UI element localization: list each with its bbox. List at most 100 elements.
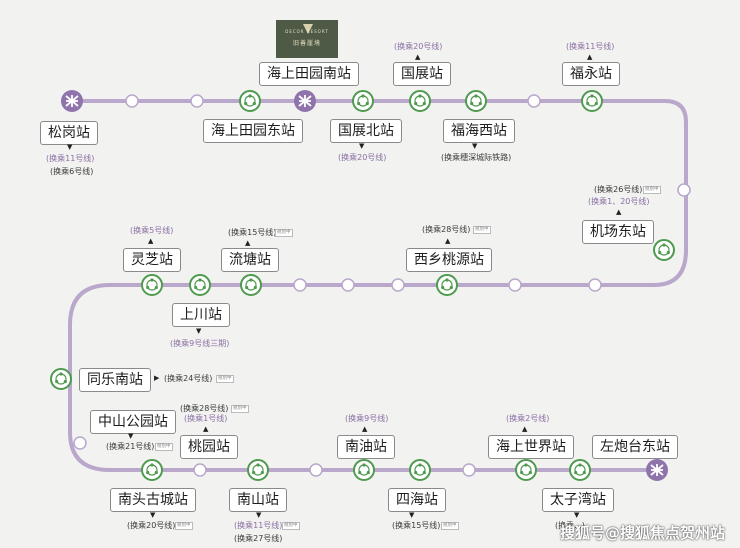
station-marker[interactable]: [341, 278, 355, 292]
transfer-station-haishang-shijie[interactable]: [515, 459, 537, 481]
note-nanyou: (换乘9号线): [345, 414, 389, 423]
transfer-dot: [422, 470, 426, 475]
station-label-haishang-shijie[interactable]: 海上世界站: [488, 435, 574, 459]
station-label-liutang[interactable]: 流塘站: [221, 248, 279, 272]
station-marker[interactable]: [508, 278, 522, 292]
station-marker[interactable]: [193, 463, 207, 477]
transfer-dot: [578, 463, 582, 467]
transfer-station-nantou-gucheng[interactable]: [141, 459, 163, 481]
transfer-dot: [260, 470, 264, 475]
station-marker[interactable]: [677, 183, 691, 197]
station-label-taizi-wan[interactable]: 太子湾站: [542, 488, 614, 512]
station-marker[interactable]: [293, 278, 307, 292]
station-marker[interactable]: [73, 436, 87, 450]
station-label-sihai[interactable]: 四海站: [388, 488, 446, 512]
transfer-dot: [528, 470, 532, 475]
transfer-station-fuyong[interactable]: [581, 90, 603, 112]
station-label-taoyuan[interactable]: 桃园站: [180, 435, 238, 459]
note-taizi: (换乘...): [555, 521, 585, 530]
transfer-dot: [470, 101, 474, 106]
transfer-dot: [146, 285, 150, 290]
station-label-shangchuan[interactable]: 上川站: [172, 303, 230, 327]
metro-logo-songgang[interactable]: [61, 90, 83, 112]
transfer-dot: [590, 94, 594, 98]
transfer-dot: [478, 101, 482, 106]
transfer-dot: [256, 463, 260, 467]
note-nanshan-2: (换乘27号线): [234, 534, 283, 543]
transfer-station-taizi-wan[interactable]: [569, 459, 591, 481]
transfer-station-guozhan-bei[interactable]: [352, 90, 374, 112]
station-label-nanyou[interactable]: 南油站: [337, 435, 395, 459]
station-label-nanshan[interactable]: 南山站: [229, 488, 287, 512]
station-label-songgang[interactable]: 松岗站: [40, 121, 98, 145]
transfer-dot: [357, 101, 361, 106]
station-marker[interactable]: [190, 94, 204, 108]
note-haishang-shijie: (换乘2号线): [506, 414, 550, 423]
station-label-guozhan-bei[interactable]: 国展北站: [330, 119, 402, 143]
metro-icon: [65, 95, 79, 107]
station-label-haishang-tianyuan-nan[interactable]: 海上田园南站: [259, 62, 359, 86]
metro-logo-haishang-tianyuan-nan[interactable]: [294, 90, 316, 112]
note-fuyong: (换乘11号线): [566, 42, 615, 51]
station-marker[interactable]: [462, 463, 476, 477]
station-label-fuhai-xi[interactable]: 福海西站: [443, 119, 515, 143]
transfer-station-liutang[interactable]: [240, 274, 262, 296]
transfer-dot: [362, 463, 366, 467]
note-shangchuan: (换乘9号线三期): [170, 339, 230, 348]
station-label-haishang-tianyuan-dong[interactable]: 海上田园东站: [203, 119, 303, 143]
note-zhongshan: (换乘21号线): [106, 442, 155, 451]
transfer-dot: [59, 372, 63, 376]
note-guozhan-bei: (换乘20号线): [338, 153, 387, 162]
plan-tag: 规划中: [473, 226, 491, 234]
transfer-dot: [474, 94, 478, 98]
note-xixiang: (换乘28号线): [422, 225, 471, 234]
station-label-guozhan[interactable]: 国展站: [393, 62, 451, 86]
station-label-lingzhi[interactable]: 灵芝站: [123, 248, 181, 272]
transfer-station-haishang-tianyuan-dong[interactable]: [239, 90, 261, 112]
station-label-xixiang-taoyuan[interactable]: 西乡桃源站: [406, 248, 492, 272]
transfer-station-nanyou[interactable]: [353, 459, 375, 481]
transfer-station-jichang-dong[interactable]: [653, 239, 675, 261]
station-label-jichang-dong[interactable]: 机场东站: [582, 220, 654, 244]
arrow-down-icon: ▼: [256, 511, 262, 519]
transfer-station-tongle-nan[interactable]: [50, 368, 72, 390]
transfer-station-sihai[interactable]: [409, 459, 431, 481]
transfer-dot: [366, 470, 370, 475]
station-label-zhongshan-gongyuan[interactable]: 中山公园站: [90, 410, 176, 434]
plan-tag: 规划中: [155, 443, 173, 451]
transfer-dot: [55, 379, 59, 384]
note-taoyuan-2: (换乘1号线): [184, 414, 228, 423]
transfer-dot: [574, 470, 578, 475]
transfer-dot: [658, 250, 662, 255]
station-marker[interactable]: [588, 278, 602, 292]
station-marker[interactable]: [527, 94, 541, 108]
station-label-zuopaotai-dong[interactable]: 左炮台东站: [592, 435, 678, 459]
transfer-dot: [524, 463, 528, 467]
plan-tag: 规划中: [231, 405, 249, 413]
transfer-station-fuhai-xi[interactable]: [465, 90, 487, 112]
arrow-up-icon: ▲: [587, 53, 593, 61]
transfer-dot: [418, 463, 422, 467]
transfer-dot: [666, 250, 670, 255]
station-label-tongle-nan[interactable]: 同乐南站: [79, 368, 151, 392]
transfer-dot: [582, 470, 586, 475]
transfer-dot: [441, 285, 445, 290]
transfer-station-lingzhi[interactable]: [141, 274, 163, 296]
station-label-fuyong[interactable]: 福永站: [562, 62, 620, 86]
transfer-station-nanshan[interactable]: [247, 459, 269, 481]
transfer-station-guozhan[interactable]: [409, 90, 431, 112]
station-marker[interactable]: [309, 463, 323, 477]
station-marker[interactable]: [125, 94, 139, 108]
note-fuhai-xi: (换乘穗深城际铁路): [441, 153, 512, 162]
arrow-down-icon: ▼: [67, 143, 73, 151]
transfer-dot: [365, 101, 369, 106]
station-label-nantou-gucheng[interactable]: 南头古城站: [110, 488, 196, 512]
plan-tag: 规划中: [441, 522, 459, 530]
transfer-dot: [361, 94, 365, 98]
transfer-station-shangchuan[interactable]: [189, 274, 211, 296]
transfer-station-xixiang-taoyuan[interactable]: [436, 274, 458, 296]
metro-logo-zuopaotai-dong[interactable]: [646, 459, 668, 481]
transfer-dot: [154, 285, 158, 290]
note-sihai: (换乘15号线): [392, 521, 441, 530]
station-marker[interactable]: [391, 278, 405, 292]
